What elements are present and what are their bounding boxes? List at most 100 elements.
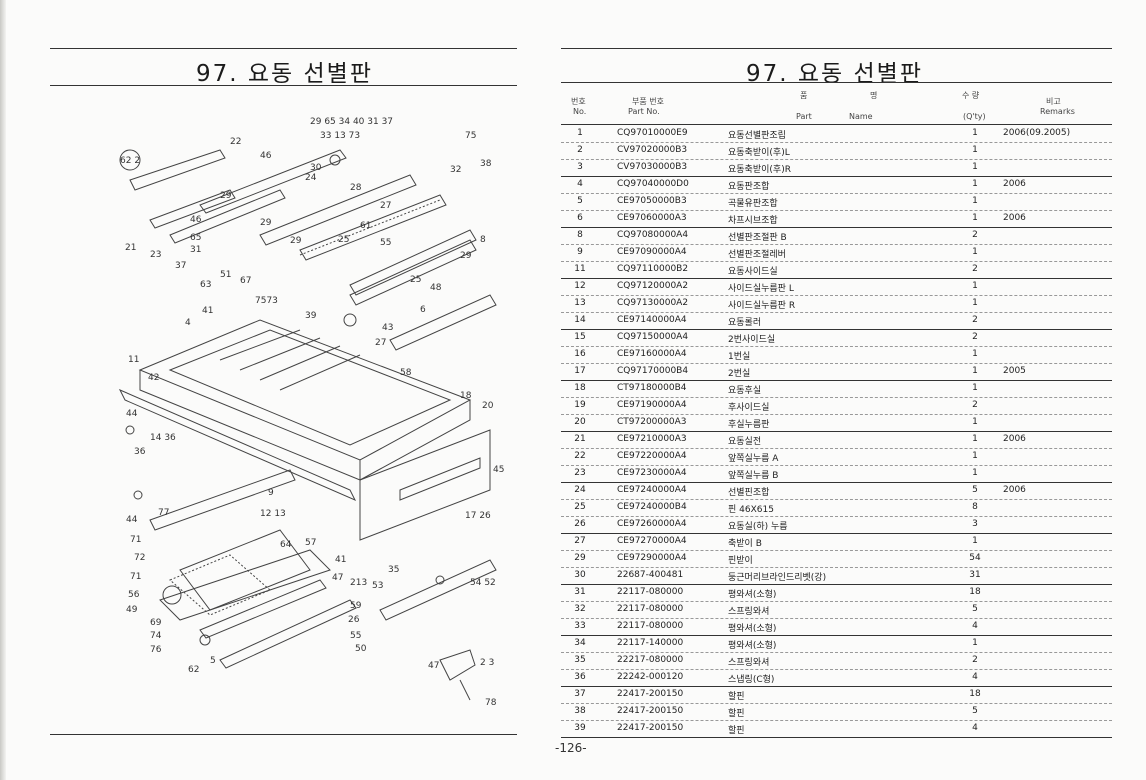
svg-text:53: 53	[372, 581, 383, 591]
right-page: 97. 요동 선별판	[561, 0, 1146, 780]
svg-text:4: 4	[185, 318, 191, 328]
svg-text:48: 48	[430, 283, 442, 293]
svg-text:28: 28	[350, 183, 362, 193]
svg-text:20: 20	[482, 401, 494, 411]
header-name-ko-1: 품	[800, 91, 808, 100]
svg-text:12 13: 12 13	[260, 509, 286, 519]
svg-text:24: 24	[305, 173, 317, 183]
svg-text:62: 62	[188, 665, 199, 675]
svg-text:41: 41	[335, 555, 346, 565]
svg-text:42: 42	[148, 373, 159, 383]
svg-text:11: 11	[128, 355, 139, 365]
svg-text:55: 55	[350, 631, 361, 641]
svg-text:71: 71	[130, 535, 141, 545]
svg-text:44: 44	[126, 409, 138, 419]
svg-text:78: 78	[485, 698, 497, 708]
svg-text:71: 71	[130, 572, 141, 582]
svg-text:47: 47	[428, 661, 439, 671]
svg-text:30: 30	[310, 163, 322, 173]
svg-text:44: 44	[126, 515, 138, 525]
svg-text:21: 21	[125, 243, 136, 253]
header-no-en: No.	[573, 107, 587, 116]
svg-text:47: 47	[332, 573, 343, 583]
svg-text:33 13 73: 33 13 73	[320, 131, 360, 141]
svg-text:63: 63	[200, 280, 211, 290]
svg-text:27: 27	[380, 201, 391, 211]
svg-text:5: 5	[210, 656, 216, 666]
svg-text:14 36: 14 36	[150, 433, 176, 443]
left-page: 97. 요동 선별판	[0, 0, 517, 780]
svg-text:32: 32	[450, 165, 461, 175]
svg-text:213: 213	[350, 578, 367, 588]
header-qty-en: (Q'ty)	[963, 112, 986, 121]
svg-text:35: 35	[388, 565, 399, 575]
svg-text:46: 46	[190, 215, 202, 225]
svg-text:23: 23	[150, 250, 161, 260]
svg-text:31: 31	[190, 245, 201, 255]
svg-text:65: 65	[190, 233, 201, 243]
svg-text:57: 57	[305, 538, 316, 548]
svg-text:46: 46	[260, 151, 272, 161]
title-bottom-rule	[50, 85, 517, 86]
svg-text:29: 29	[260, 218, 272, 228]
header-part-no-en: Part No.	[628, 107, 660, 116]
header-name-en-1: Part	[796, 112, 812, 121]
header-name-ko-2: 명	[870, 91, 878, 100]
title-top-rule	[50, 48, 517, 49]
header-part-no-ko: 부품 번호	[632, 97, 664, 106]
svg-text:29 65 34 40 31 37: 29 65 34 40 31 37	[310, 117, 393, 127]
header-remarks-en: Remarks	[1040, 107, 1075, 116]
page-title-left: 97. 요동 선별판	[196, 61, 373, 87]
svg-text:43: 43	[382, 323, 393, 333]
svg-text:25: 25	[410, 275, 421, 285]
svg-text:75: 75	[465, 131, 476, 141]
svg-text:26: 26	[348, 615, 360, 625]
svg-text:41: 41	[202, 306, 213, 316]
svg-text:25: 25	[338, 235, 349, 245]
svg-text:59: 59	[350, 601, 362, 611]
book-spine-shadow	[0, 0, 6, 780]
svg-text:55: 55	[380, 238, 391, 248]
svg-text:39: 39	[305, 311, 317, 321]
page-number: -126-	[555, 741, 587, 755]
svg-text:27: 27	[375, 338, 386, 348]
svg-text:76: 76	[150, 645, 162, 655]
svg-text:8: 8	[480, 235, 486, 245]
header-remarks-ko: 비고	[1046, 97, 1061, 106]
svg-text:7573: 7573	[255, 296, 278, 306]
svg-text:49: 49	[126, 605, 138, 615]
header-qty-ko: 수 량	[962, 91, 980, 100]
svg-text:18: 18	[460, 391, 472, 401]
svg-text:17 26: 17 26	[465, 511, 491, 521]
svg-text:38: 38	[480, 159, 492, 169]
